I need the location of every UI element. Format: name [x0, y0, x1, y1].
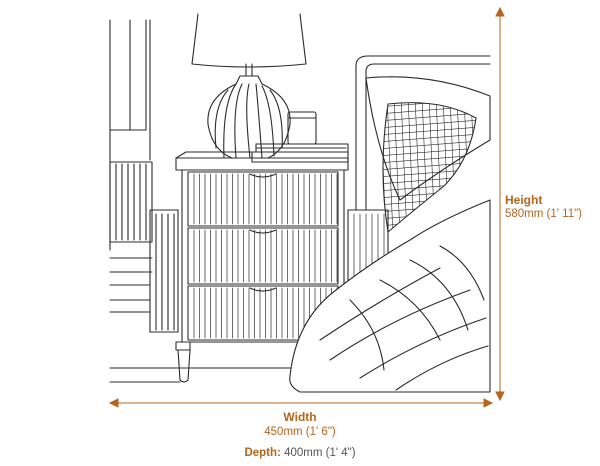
arrowhead-up-icon	[495, 6, 505, 17]
arrowhead-left-icon	[108, 398, 119, 408]
pillow-back	[365, 76, 491, 201]
wall-panelling-left	[109, 161, 179, 333]
width-value: 450mm (1' 6")	[264, 426, 336, 438]
height-value: 580mm (1' 11")	[505, 208, 583, 220]
width-dimension-line	[108, 398, 494, 408]
height-dimension-line	[495, 6, 505, 402]
lamp-shade	[191, 13, 307, 77]
height-title: Height	[505, 193, 543, 207]
book-stack	[251, 143, 349, 163]
duvet	[289, 199, 491, 393]
depth-line: Depth: 400mm (1' 4")	[0, 447, 600, 459]
depth-value: 400mm (1' 4")	[284, 447, 356, 459]
arrowhead-down-icon	[495, 391, 505, 402]
lamp-base	[207, 75, 291, 159]
floor-lines	[109, 257, 291, 383]
candle-jar	[287, 111, 317, 145]
arrowhead-right-icon	[483, 398, 494, 408]
depth-title: Depth:	[244, 447, 281, 459]
width-title: Width	[283, 410, 317, 424]
